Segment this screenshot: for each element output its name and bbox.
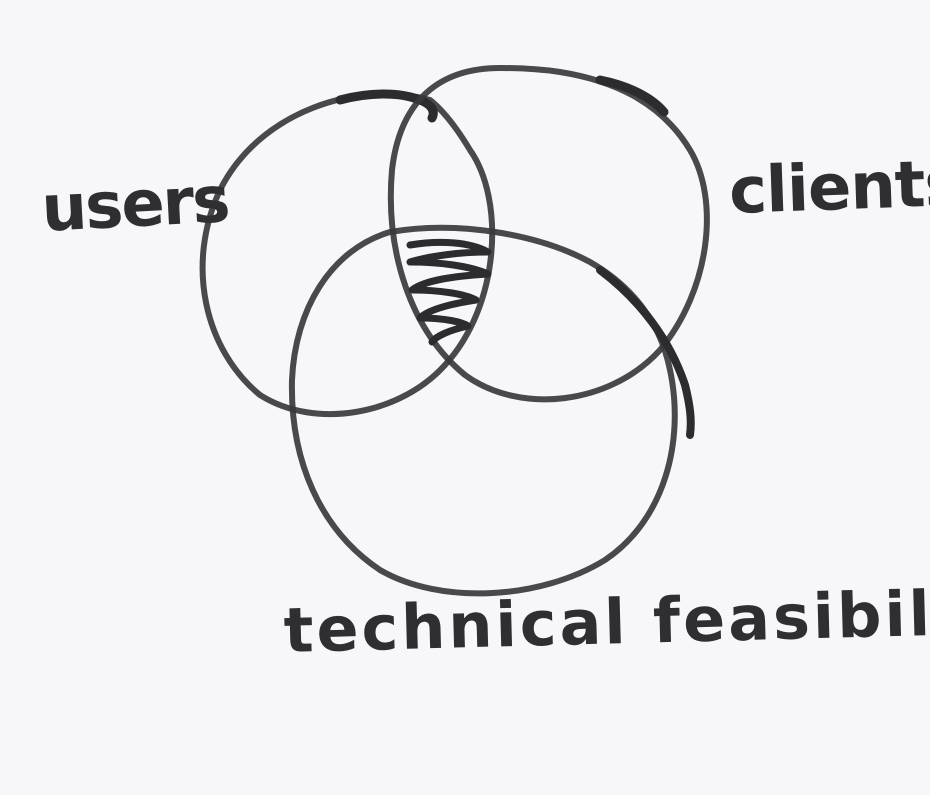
technical-feasibility-stroke-tail xyxy=(596,266,695,439)
clients-circle-stroke-end xyxy=(595,75,669,117)
users-label: users xyxy=(39,163,231,247)
clients-circle xyxy=(387,65,710,403)
technical-feasibility-label: technical feasibility xyxy=(282,574,930,667)
users-circle xyxy=(199,91,496,417)
triple-intersection-scribble xyxy=(406,238,492,346)
clients-label: clients xyxy=(727,146,930,229)
technical-feasibility-circle xyxy=(288,224,678,597)
